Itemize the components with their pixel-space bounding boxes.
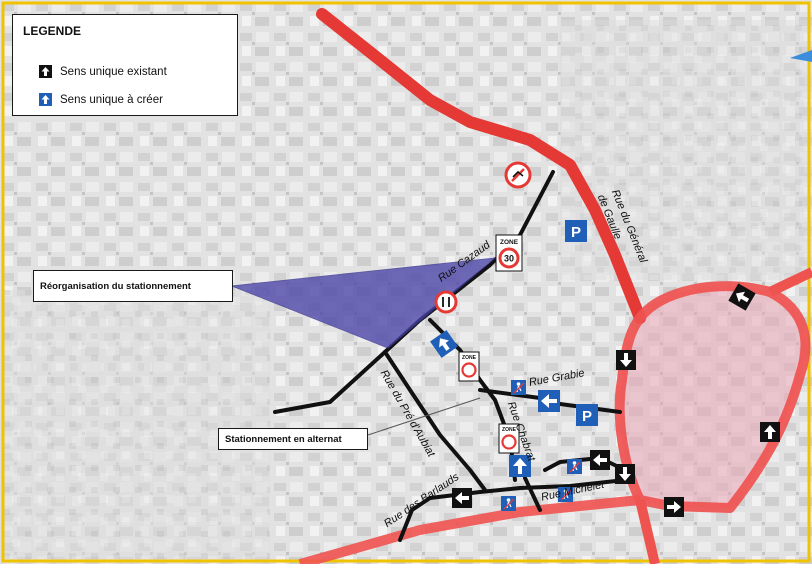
legend-item-to-create: Sens unique à créer [39,93,163,106]
black-arrow-michelet [590,450,610,470]
parking-reorg-label: Réorganisation du stationnement [33,270,233,302]
ring-road-exit-south [635,498,660,564]
black-arrow-ring-s [664,497,684,517]
black-arrow-michelet-2 [615,464,635,484]
parking-sign-grabie: P [576,404,598,426]
pedestrian-sign-3 [558,487,573,502]
zone-30-sign: ZONE 30 [495,234,523,272]
legend-label-to-create: Sens unique à créer [60,93,163,106]
old-town-area [619,286,806,508]
southern-road [298,495,641,564]
blue-arrow-cazaud [430,330,458,358]
street-cazaud-west [273,350,387,414]
zone-30-value: 30 [504,254,514,264]
black-arrow-ring-e [760,422,780,442]
legend-item-existing: Sens unique existant [39,65,167,78]
no-turn-sign [504,161,532,189]
zone-sign-small-1: ZONE [458,351,480,382]
svg-text:ZONE: ZONE [502,427,517,433]
black-arrow-ring-w [616,350,636,370]
ring-road-exit-east [767,267,812,297]
black-one-way-arrow-icon [39,65,52,78]
zone-sign-small-2: ZONE [498,423,520,454]
blue-arrow-chabrat [509,455,531,477]
zone-30-label: ZONE [500,239,519,246]
svg-text:ZONE: ZONE [462,355,477,361]
alternate-parking-label: Stationnement en alternat [218,428,368,450]
pedestrian-sign-2 [567,459,582,474]
svg-text:P: P [582,408,592,425]
parking-sign-north: P [565,220,587,242]
pedestrian-sign-4 [501,496,516,511]
street-connector [523,476,542,512]
pedestrian-sign-1 [511,380,526,395]
blue-one-way-arrow-icon [39,93,52,106]
legend-label-existing: Sens unique existant [60,65,167,78]
blue-arrow-grabie [538,390,560,412]
legend-title: LEGENDE [23,24,82,38]
svg-text:P: P [571,224,581,241]
aerial-texture-west [0,290,270,564]
main-road [316,8,646,324]
black-arrow-ring-ne [728,283,756,311]
north-marker-icon [790,50,812,62]
black-arrow-barlauds [452,488,472,508]
street-barlauds [398,478,627,542]
street-pre-daubiat [383,350,487,492]
alternate-parking-leader [367,397,481,436]
no-entry-sign [434,290,458,314]
legend: LEGENDE Sens unique existant Sens unique… [12,14,238,116]
